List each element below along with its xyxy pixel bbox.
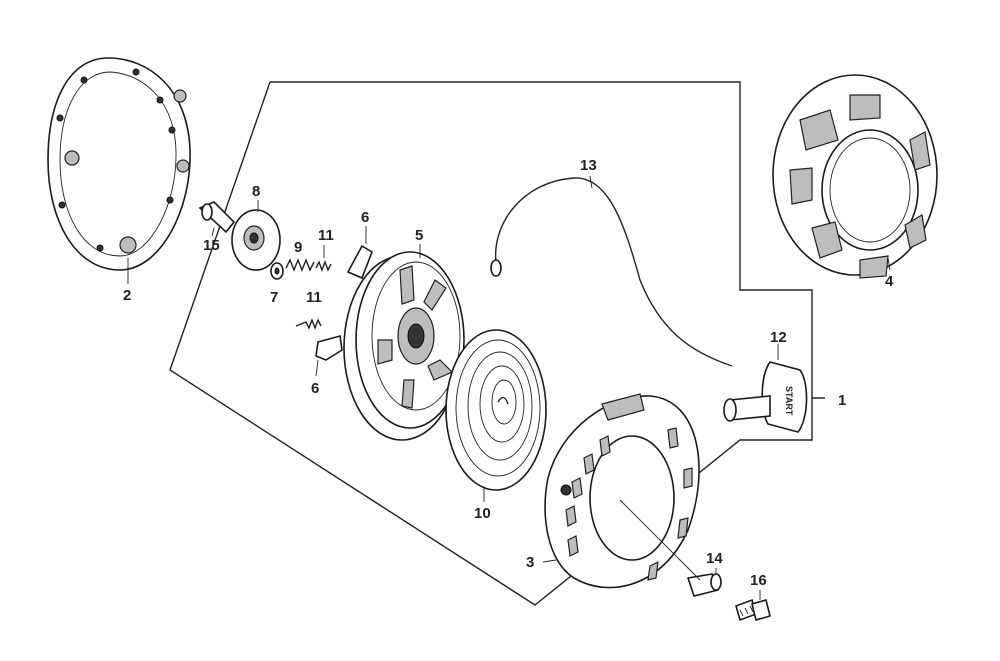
- label-6-upper: 6: [361, 209, 369, 226]
- starter-rope: [490, 177, 733, 367]
- pawl-lower: [315, 334, 343, 361]
- label-10: 10: [474, 505, 491, 522]
- rope-guide: [619, 499, 722, 597]
- ratchet-plate: [231, 209, 281, 271]
- recoil-spring: [445, 329, 547, 491]
- small-spring-lower: [295, 318, 322, 330]
- starter-grip: START: [723, 361, 808, 433]
- label-5: 5: [415, 227, 423, 244]
- label-2: 2: [123, 287, 131, 304]
- label-11-lower: 11: [306, 289, 322, 306]
- label-12: 12: [770, 329, 787, 346]
- label-9: 9: [294, 239, 302, 256]
- starter-case: [544, 393, 700, 589]
- washer-7: [270, 262, 284, 280]
- label-3: 3: [526, 554, 534, 571]
- label-4: 4: [885, 273, 894, 290]
- label-13: 13: [580, 157, 597, 174]
- reel-pulley: [343, 251, 465, 441]
- pawl-upper: [346, 244, 373, 280]
- label-15: 15: [203, 237, 220, 254]
- gasket-ring: [47, 57, 191, 271]
- label-6-lower: 6: [311, 380, 319, 397]
- assembly-outline: [169, 81, 825, 606]
- bolt-15: [198, 201, 236, 234]
- label-11-upper: 11: [318, 227, 334, 244]
- label-8: 8: [252, 183, 260, 200]
- label-7: 7: [270, 289, 278, 306]
- label-16: 16: [750, 572, 767, 589]
- small-spring-upper: [315, 260, 332, 272]
- label-14: 14: [706, 550, 723, 567]
- handle-text: START: [784, 386, 794, 416]
- flange-bolt: [735, 598, 771, 622]
- outer-cover: [772, 74, 938, 279]
- label-1: 1: [838, 392, 846, 409]
- spring-9: [285, 258, 315, 272]
